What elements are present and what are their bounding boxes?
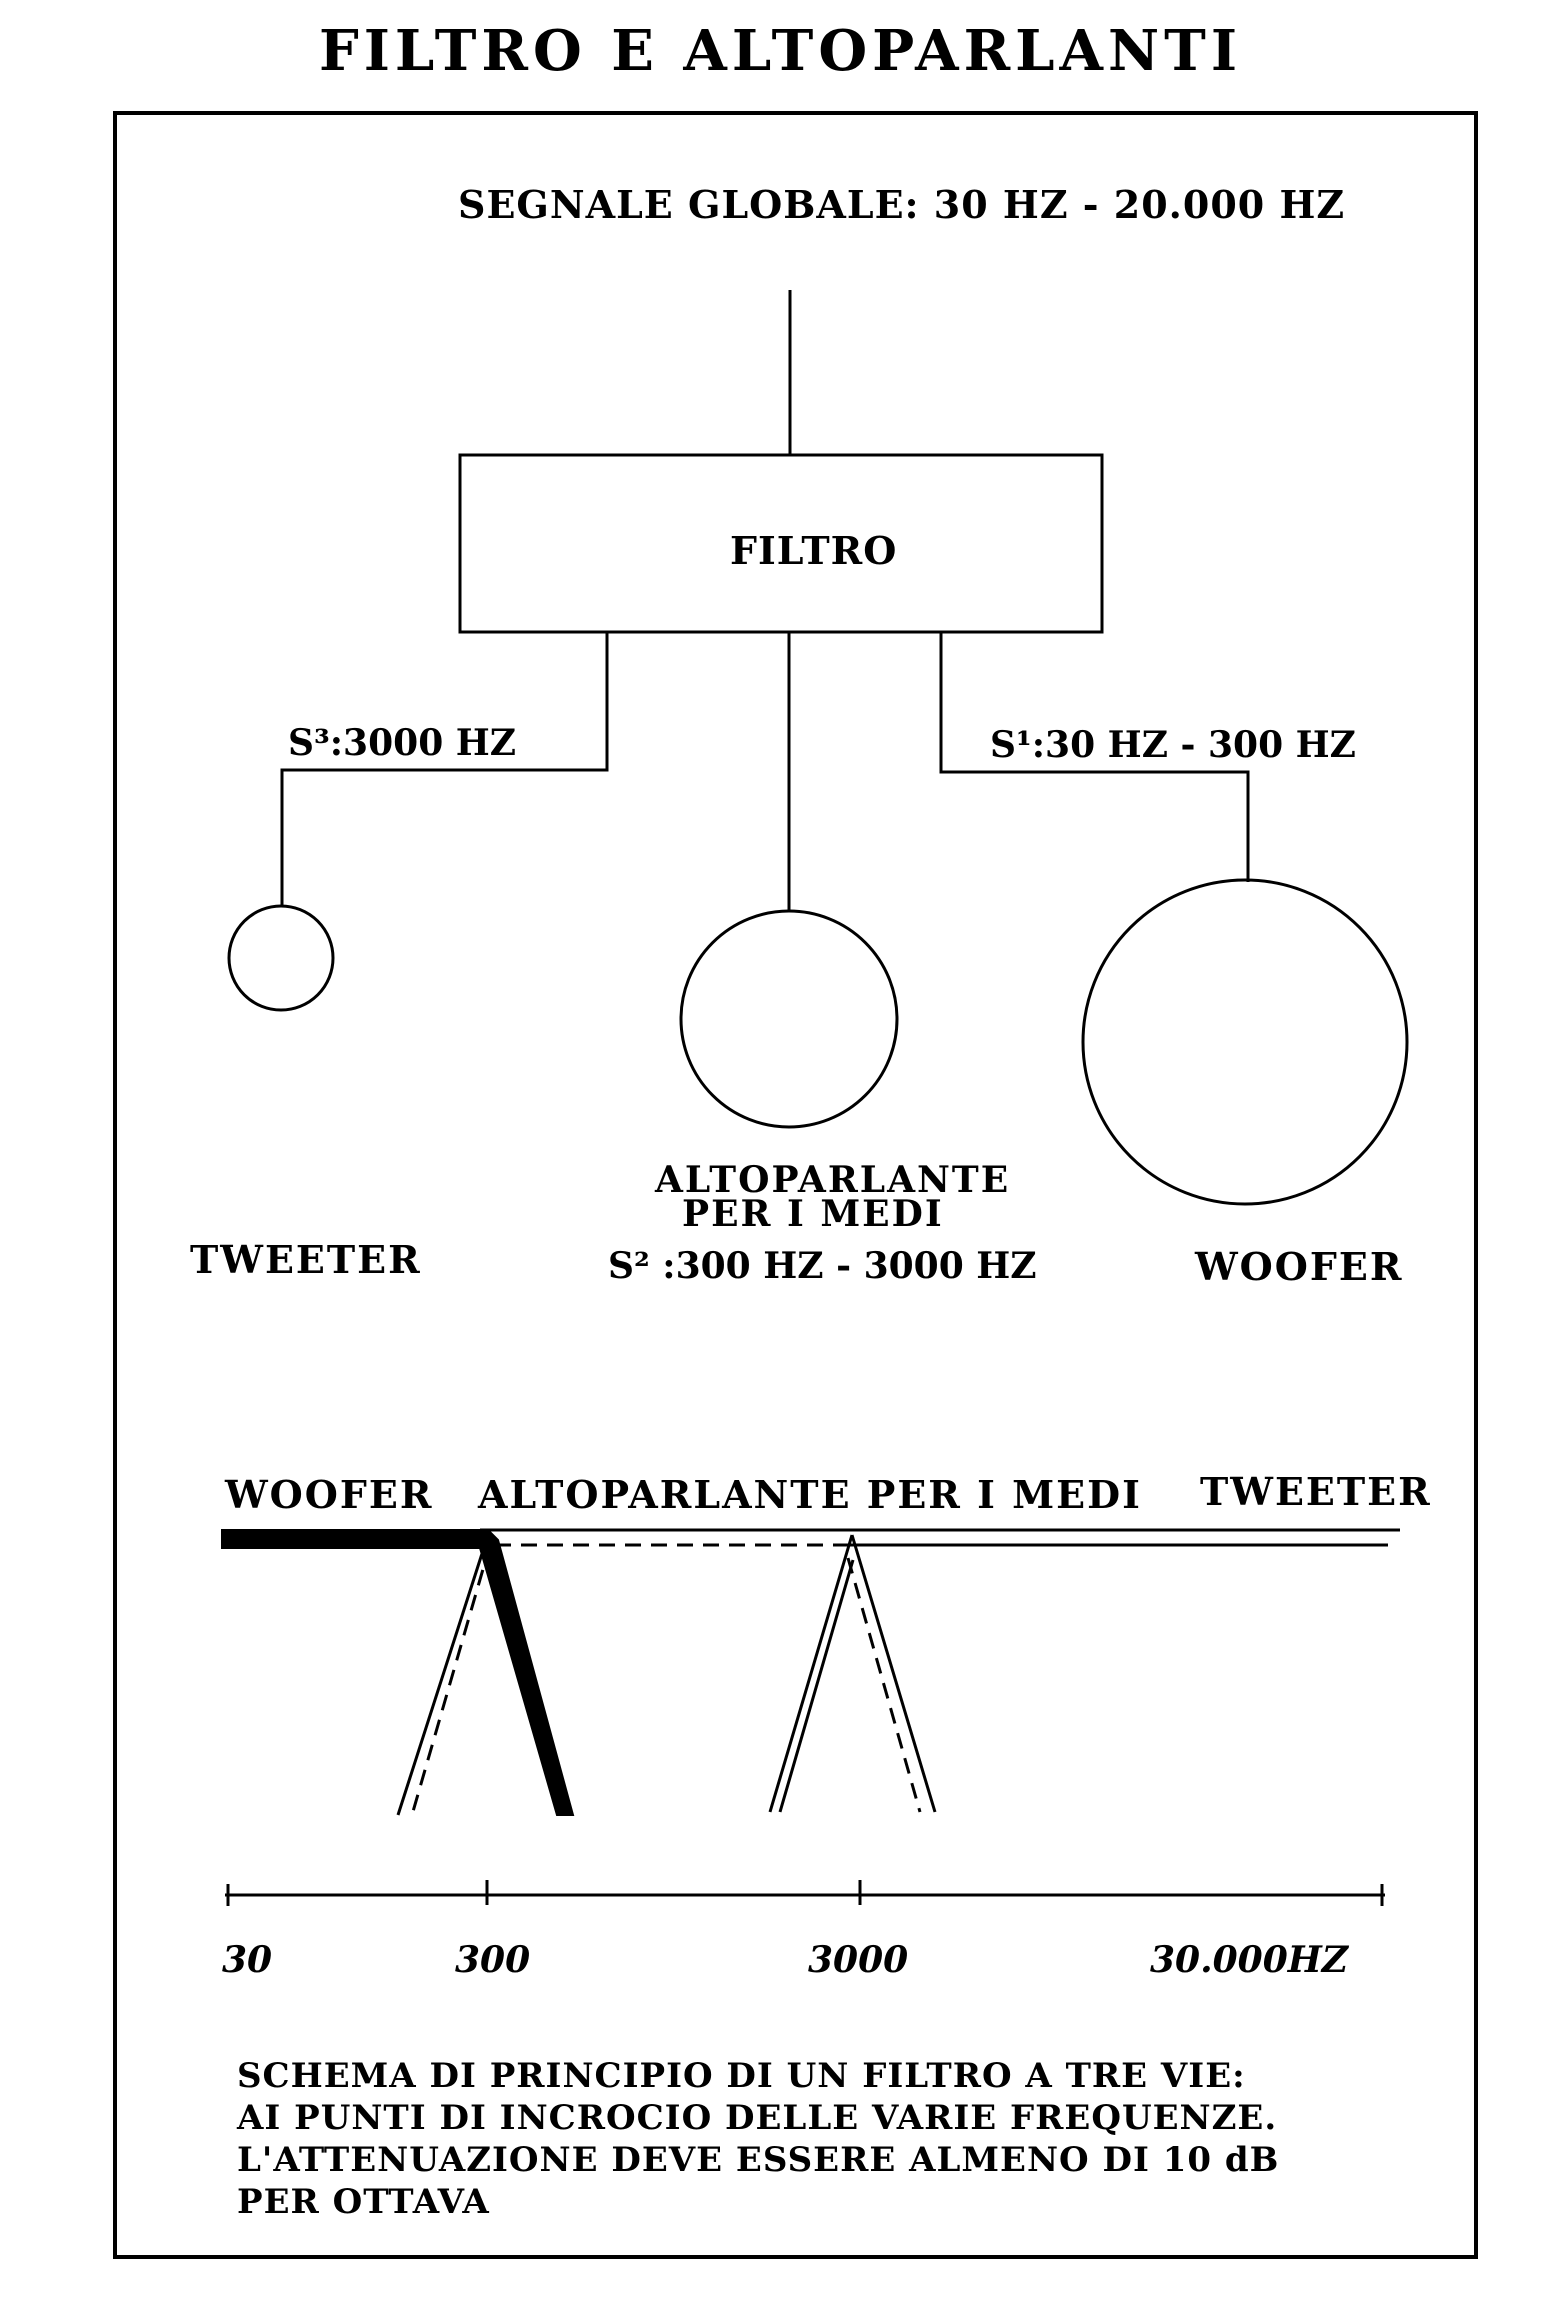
woofer-response-curve: [221, 1529, 575, 1816]
woofer-speaker-circle: [1081, 878, 1409, 1206]
tweeter-label: TWEETER: [190, 1237, 422, 1282]
tweeter-band-label: S³:3000 HZ: [288, 722, 516, 764]
crossover-peak-left: [768, 1534, 854, 1813]
crossover-peak-left-inner: [778, 1559, 855, 1813]
woofer-label: WOOFER: [1194, 1244, 1403, 1289]
mid-speaker-label-line1: ALTOPARLANTE: [654, 1159, 1010, 1201]
caption-line: SCHEMA DI PRINCIPIO DI UN FILTRO A TRE V…: [237, 2056, 1246, 2096]
tweeter-branch-line: [280, 632, 609, 906]
page-title: FILTRO E ALTOPARLANTI: [318, 18, 1243, 84]
response-mid-label: ALTOPARLANTE PER I MEDI: [477, 1472, 1142, 1517]
crossover-peak-right: [850, 1534, 937, 1813]
caption-line: AI PUNTI DI INCROCIO DELLE VARIE FREQUEN…: [237, 2098, 1278, 2138]
woofer-branch-line: [939, 632, 1250, 882]
crossover-peak-right-dashed: [846, 1557, 922, 1813]
tweeter-speaker-circle: [227, 904, 335, 1012]
filter-box: [458, 453, 1104, 634]
caption-line: PER OTTAVA: [237, 2182, 490, 2222]
mid-speaker-label-line2: PER I MEDI: [682, 1193, 944, 1235]
mid-band-label: S² :300 HZ - 3000 HZ: [608, 1245, 1037, 1287]
filter-label: FILTRO: [730, 528, 897, 573]
mid-speaker-circle: [679, 909, 899, 1129]
signal-label: SEGNALE GLOBALE: 30 HZ - 20.000 HZ: [458, 182, 1345, 227]
axis-label-3000: 3000: [808, 1939, 908, 1981]
axis-label-300: 300: [455, 1939, 530, 1981]
woofer-band-label: S¹:30 HZ - 300 HZ: [990, 724, 1356, 766]
mid-low-slope: [396, 1534, 490, 1816]
response-tweeter-label: TWEETER: [1200, 1469, 1432, 1514]
mid-low-slope-dashed: [410, 1544, 492, 1816]
response-woofer-label: WOOFER: [224, 1472, 433, 1517]
diagram-frame: [113, 111, 1478, 2259]
axis-label-30000: 30.000HZ: [1150, 1939, 1350, 1981]
caption-line: L'ATTENUAZIONE DEVE ESSERE ALMENO DI 10 …: [237, 2140, 1280, 2180]
caption: SCHEMA DI PRINCIPIO DI UN FILTRO A TRE V…: [237, 2055, 1387, 2223]
axis-label-30: 30: [222, 1939, 272, 1981]
